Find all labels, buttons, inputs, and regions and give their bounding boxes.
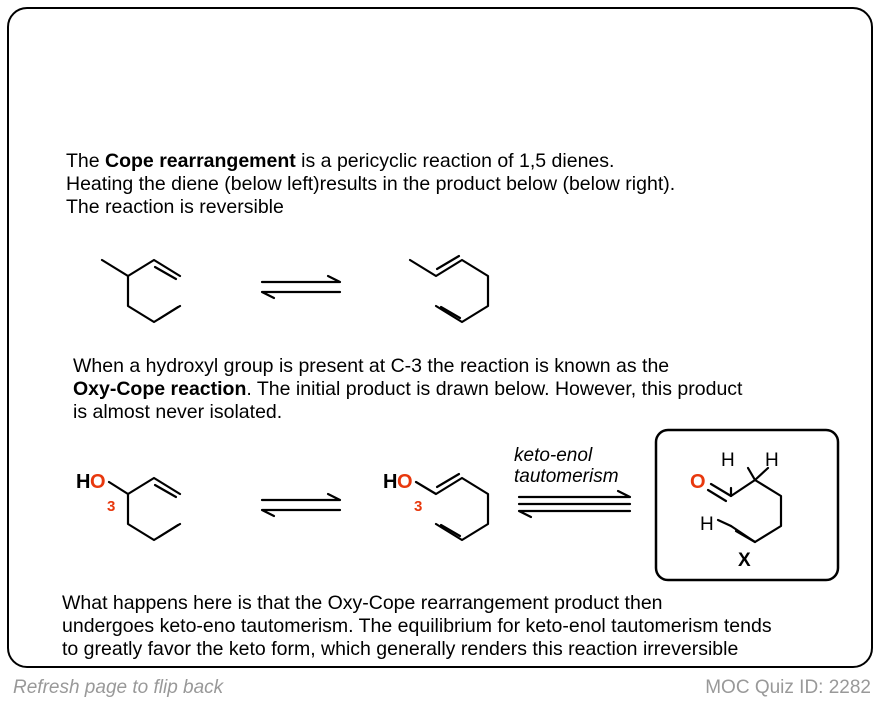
quiz-card — [7, 7, 873, 668]
equilibrium-arrow-2 — [260, 492, 342, 518]
diene-structure-2 — [107, 476, 182, 542]
quiz-id-label: MOC Quiz ID: 2282 — [705, 677, 871, 698]
alpha-h-label-2: H — [765, 450, 779, 471]
alpha-h-label-1: H — [721, 450, 735, 471]
outro-line-2: undergoes keto-eno tautomerism. The equi… — [62, 615, 772, 637]
conclusion-paragraph: What happens here is that the Oxy-Cope r… — [62, 592, 772, 661]
enol-structure — [414, 472, 490, 542]
outro-line-1: What happens here is that the Oxy-Cope r… — [62, 592, 663, 614]
intro-line-1: The Cope rearrangement is a pericyclic r… — [66, 150, 615, 172]
tautomerism-label-line-1: keto-enol — [514, 445, 593, 466]
hydroxyl-o-label-1: O — [90, 471, 106, 493]
outro-line-3: to greatly favor the keto form, which ge… — [62, 638, 739, 660]
aldehyde-structure — [706, 466, 783, 544]
oxy-line-2: Oxy-Cope reaction. The initial product i… — [73, 378, 743, 400]
cope-term: Cope rearrangement — [105, 150, 296, 172]
carbon-3-label-2: 3 — [414, 498, 422, 515]
carbon-3-label-1: 3 — [107, 498, 115, 515]
final-product-box — [654, 428, 840, 582]
hydroxyl-o-label-2: O — [397, 471, 413, 493]
intro-line-3: The reaction is reversible — [66, 196, 284, 218]
aldehyde-h-label: H — [700, 514, 714, 535]
intro-paragraph: The Cope rearrangement is a pericyclic r… — [66, 150, 675, 219]
equilibrium-arrow-1 — [260, 274, 342, 300]
carbonyl-o-label: O — [690, 471, 706, 493]
hydroxyl-h-label-1: H — [76, 471, 90, 493]
oxy-line-1: When a hydroxyl group is present at C-3 … — [73, 355, 670, 377]
hydroxyl-h-label-2: H — [383, 471, 397, 493]
oxy-cope-term: Oxy-Cope reaction — [73, 378, 247, 400]
oxy-cope-paragraph: When a hydroxyl group is present at C-3 … — [73, 355, 742, 424]
intro-line-2: Heating the diene (below left)results in… — [66, 173, 676, 195]
refresh-hint[interactable]: Refresh page to flip back — [13, 677, 224, 698]
tautomerism-label-line-2: tautomerism — [514, 466, 619, 487]
oxy-line-3: is almost never isolated. — [73, 401, 283, 423]
diene-structure-1 — [100, 258, 182, 324]
tautomerism-arrow — [517, 489, 632, 519]
product-structure-1 — [408, 254, 490, 324]
answer-x-label: X — [738, 550, 751, 571]
